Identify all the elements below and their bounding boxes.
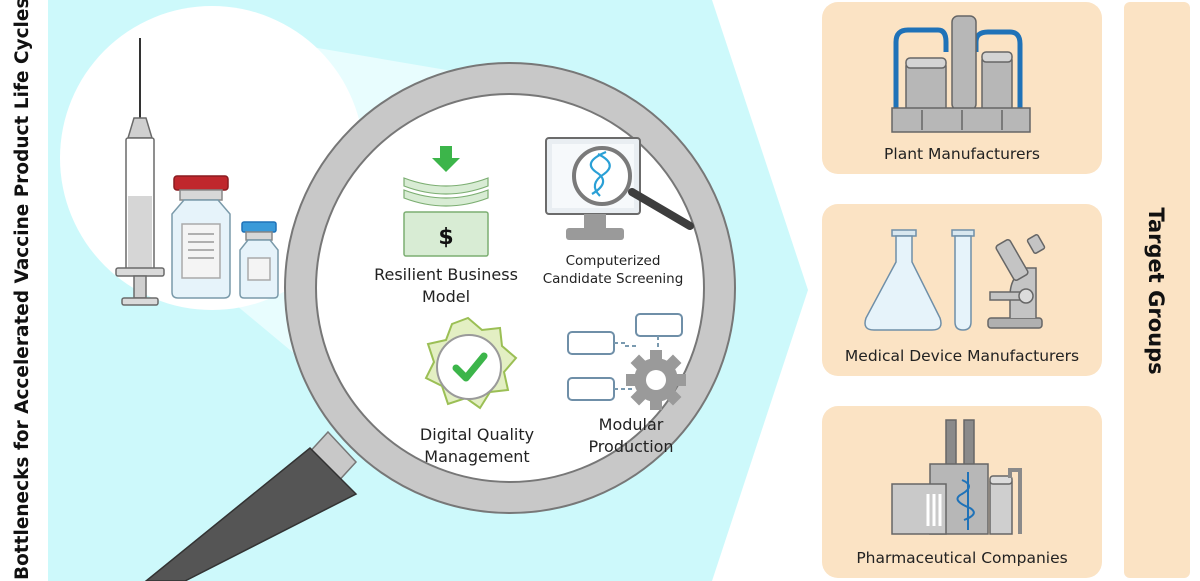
feature-label-line1: Modular [598,415,664,434]
dna-monitor-icon [545,137,694,240]
lab-equipment-icon [864,229,1046,331]
small-vial-icon [239,221,279,299]
modules-gear-icon [567,313,686,410]
target-label-medical: Medical Device Manufacturers [844,347,1080,365]
page-title: Bottlenecks for Accelerated Vaccine Prod… [12,0,33,580]
pharma-factory-icon [891,419,1022,535]
target-groups-heading: Target Groups [1144,207,1168,375]
feature-label-line2: Model [421,287,471,306]
feature-computerized-screening: Computerized Candidate Screening [530,252,696,288]
feature-label-line2: Candidate Screening [542,271,684,287]
large-vial-icon [171,175,231,299]
feature-modular-production: Modular Production [556,414,706,458]
target-groups-bar [1124,2,1190,578]
svg-text:$: $ [438,225,453,250]
magnifier-handle [144,430,358,581]
feature-label-line1: Resilient Business [374,265,518,284]
feature-label-line1: Computerized [565,253,661,269]
quality-seal-icon [424,316,518,410]
target-label-plant: Plant Manufacturers [884,145,1040,163]
feature-label-line2: Management [424,447,530,466]
feature-resilient-business-model: Resilient Business Model [358,264,534,308]
target-label-pharma: Pharmaceutical Companies [856,549,1068,567]
feature-label-line1: Digital Quality [419,425,535,444]
feature-digital-quality-management: Digital Quality Management [392,424,562,468]
syringe-icon [115,38,165,306]
feature-label-line2: Production [588,437,674,456]
money-icon: $ [403,146,489,257]
plant-icon [891,15,1031,133]
